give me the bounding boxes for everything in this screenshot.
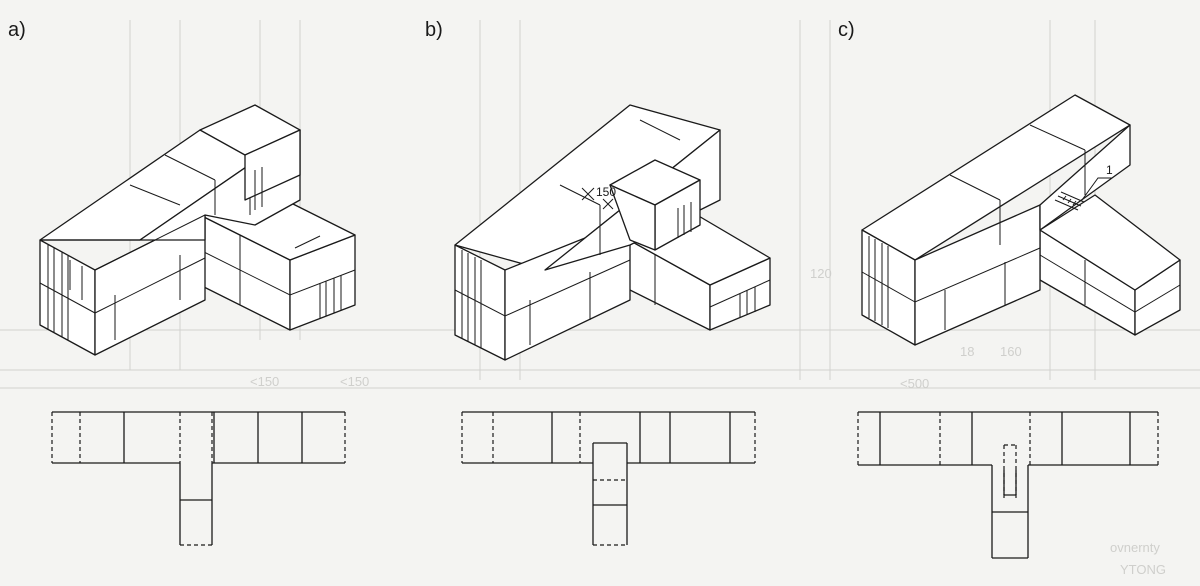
bg-text-2: 18 bbox=[960, 344, 974, 359]
bg-text-4: <150 bbox=[340, 374, 369, 389]
bg-text-3: 160 bbox=[1000, 344, 1022, 359]
bg-text-5: <150 bbox=[250, 374, 279, 389]
panel-a: a) bbox=[8, 19, 356, 546]
panel-a-isometric-view bbox=[39, 104, 356, 356]
panel-c-plan-view bbox=[857, 411, 1159, 559]
panel-c-isometric-view: 1 bbox=[861, 94, 1181, 346]
panel-b-isometric-view: 150 bbox=[454, 104, 771, 361]
bg-text-7: ovnernty bbox=[1110, 540, 1160, 555]
panel-a-plan-view bbox=[51, 411, 346, 546]
panel-c-label: c) bbox=[838, 19, 855, 41]
panel-b: b) 150 bbox=[425, 19, 771, 546]
panel-b-plan-view bbox=[461, 411, 756, 546]
panel-b-annotation: 150 bbox=[596, 185, 616, 199]
background-bleed: 120 18 160 <150 <150 <500 ovnernty YTONG bbox=[0, 20, 1200, 577]
bg-text-6: <500 bbox=[900, 376, 929, 391]
bg-text-8: YTONG bbox=[1120, 562, 1166, 577]
panel-c: c) 1 bbox=[838, 19, 1181, 559]
bg-text-1: 120 bbox=[810, 266, 832, 281]
panel-c-annotation: 1 bbox=[1106, 163, 1113, 177]
panel-b-label: b) bbox=[425, 19, 443, 41]
panel-a-label: a) bbox=[8, 19, 26, 41]
